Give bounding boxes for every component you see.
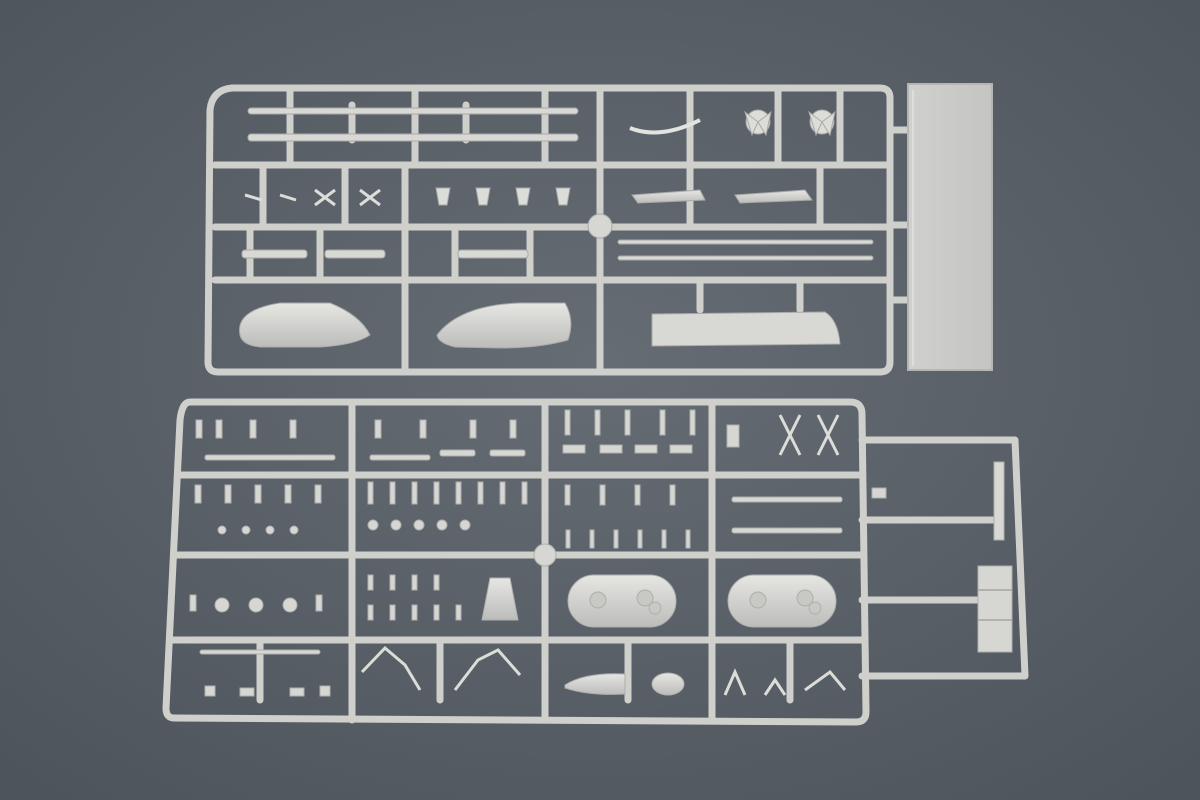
oval-platform-left	[567, 574, 677, 628]
oval-platform-right	[727, 574, 837, 628]
funnel-part	[481, 577, 519, 621]
hull-piece-right	[436, 302, 572, 349]
flat-plate	[907, 83, 993, 371]
frame-part	[977, 565, 1013, 653]
hull-piece-left	[239, 302, 371, 348]
deck-piece	[651, 311, 841, 347]
lower-sprue-parts	[189, 409, 1013, 697]
upper-sprue-parts	[239, 107, 874, 349]
mast-part	[993, 461, 1005, 541]
